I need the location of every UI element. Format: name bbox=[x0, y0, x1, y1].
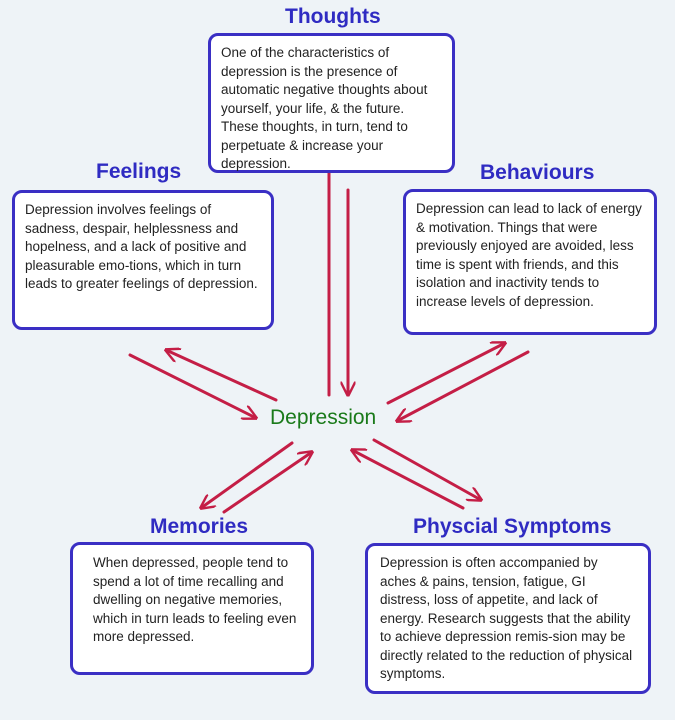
memories-box: When depressed, people tend to spend a l… bbox=[70, 542, 314, 675]
arrow-to-memories bbox=[201, 441, 294, 508]
thoughts-text: One of the characteristics of depression… bbox=[221, 45, 428, 171]
center-label: Depression bbox=[270, 406, 377, 429]
arrow-from-behaviours bbox=[397, 350, 530, 421]
physical-heading: Physcial Symptoms bbox=[413, 515, 612, 538]
arrow-to-physical bbox=[372, 438, 481, 500]
memories-heading: Memories bbox=[150, 515, 249, 538]
memories-text: When depressed, people tend to spend a l… bbox=[93, 555, 297, 644]
arrow-from-feelings bbox=[128, 353, 256, 418]
feelings-heading: Feelings bbox=[96, 160, 182, 183]
thoughts-box: One of the characteristics of depression… bbox=[208, 33, 455, 173]
physical-text: Depression is often accompanied by aches… bbox=[380, 555, 633, 681]
behaviours-box: Depression can lead to lack of energy & … bbox=[403, 189, 657, 335]
physical-box: Depression is often accompanied by aches… bbox=[365, 543, 651, 694]
arrow-from-memories bbox=[222, 452, 312, 514]
behaviours-text: Depression can lead to lack of energy & … bbox=[416, 201, 642, 309]
behaviours-heading: Behaviours bbox=[480, 161, 595, 184]
feelings-text: Depression involves feelings of sadness,… bbox=[25, 202, 258, 291]
arrow-to-behaviours bbox=[386, 343, 505, 405]
thoughts-heading: Thoughts bbox=[285, 5, 381, 28]
arrow-to-feelings bbox=[166, 350, 278, 402]
arrow-from-physical bbox=[352, 450, 465, 510]
feelings-box: Depression involves feelings of sadness,… bbox=[12, 190, 274, 330]
